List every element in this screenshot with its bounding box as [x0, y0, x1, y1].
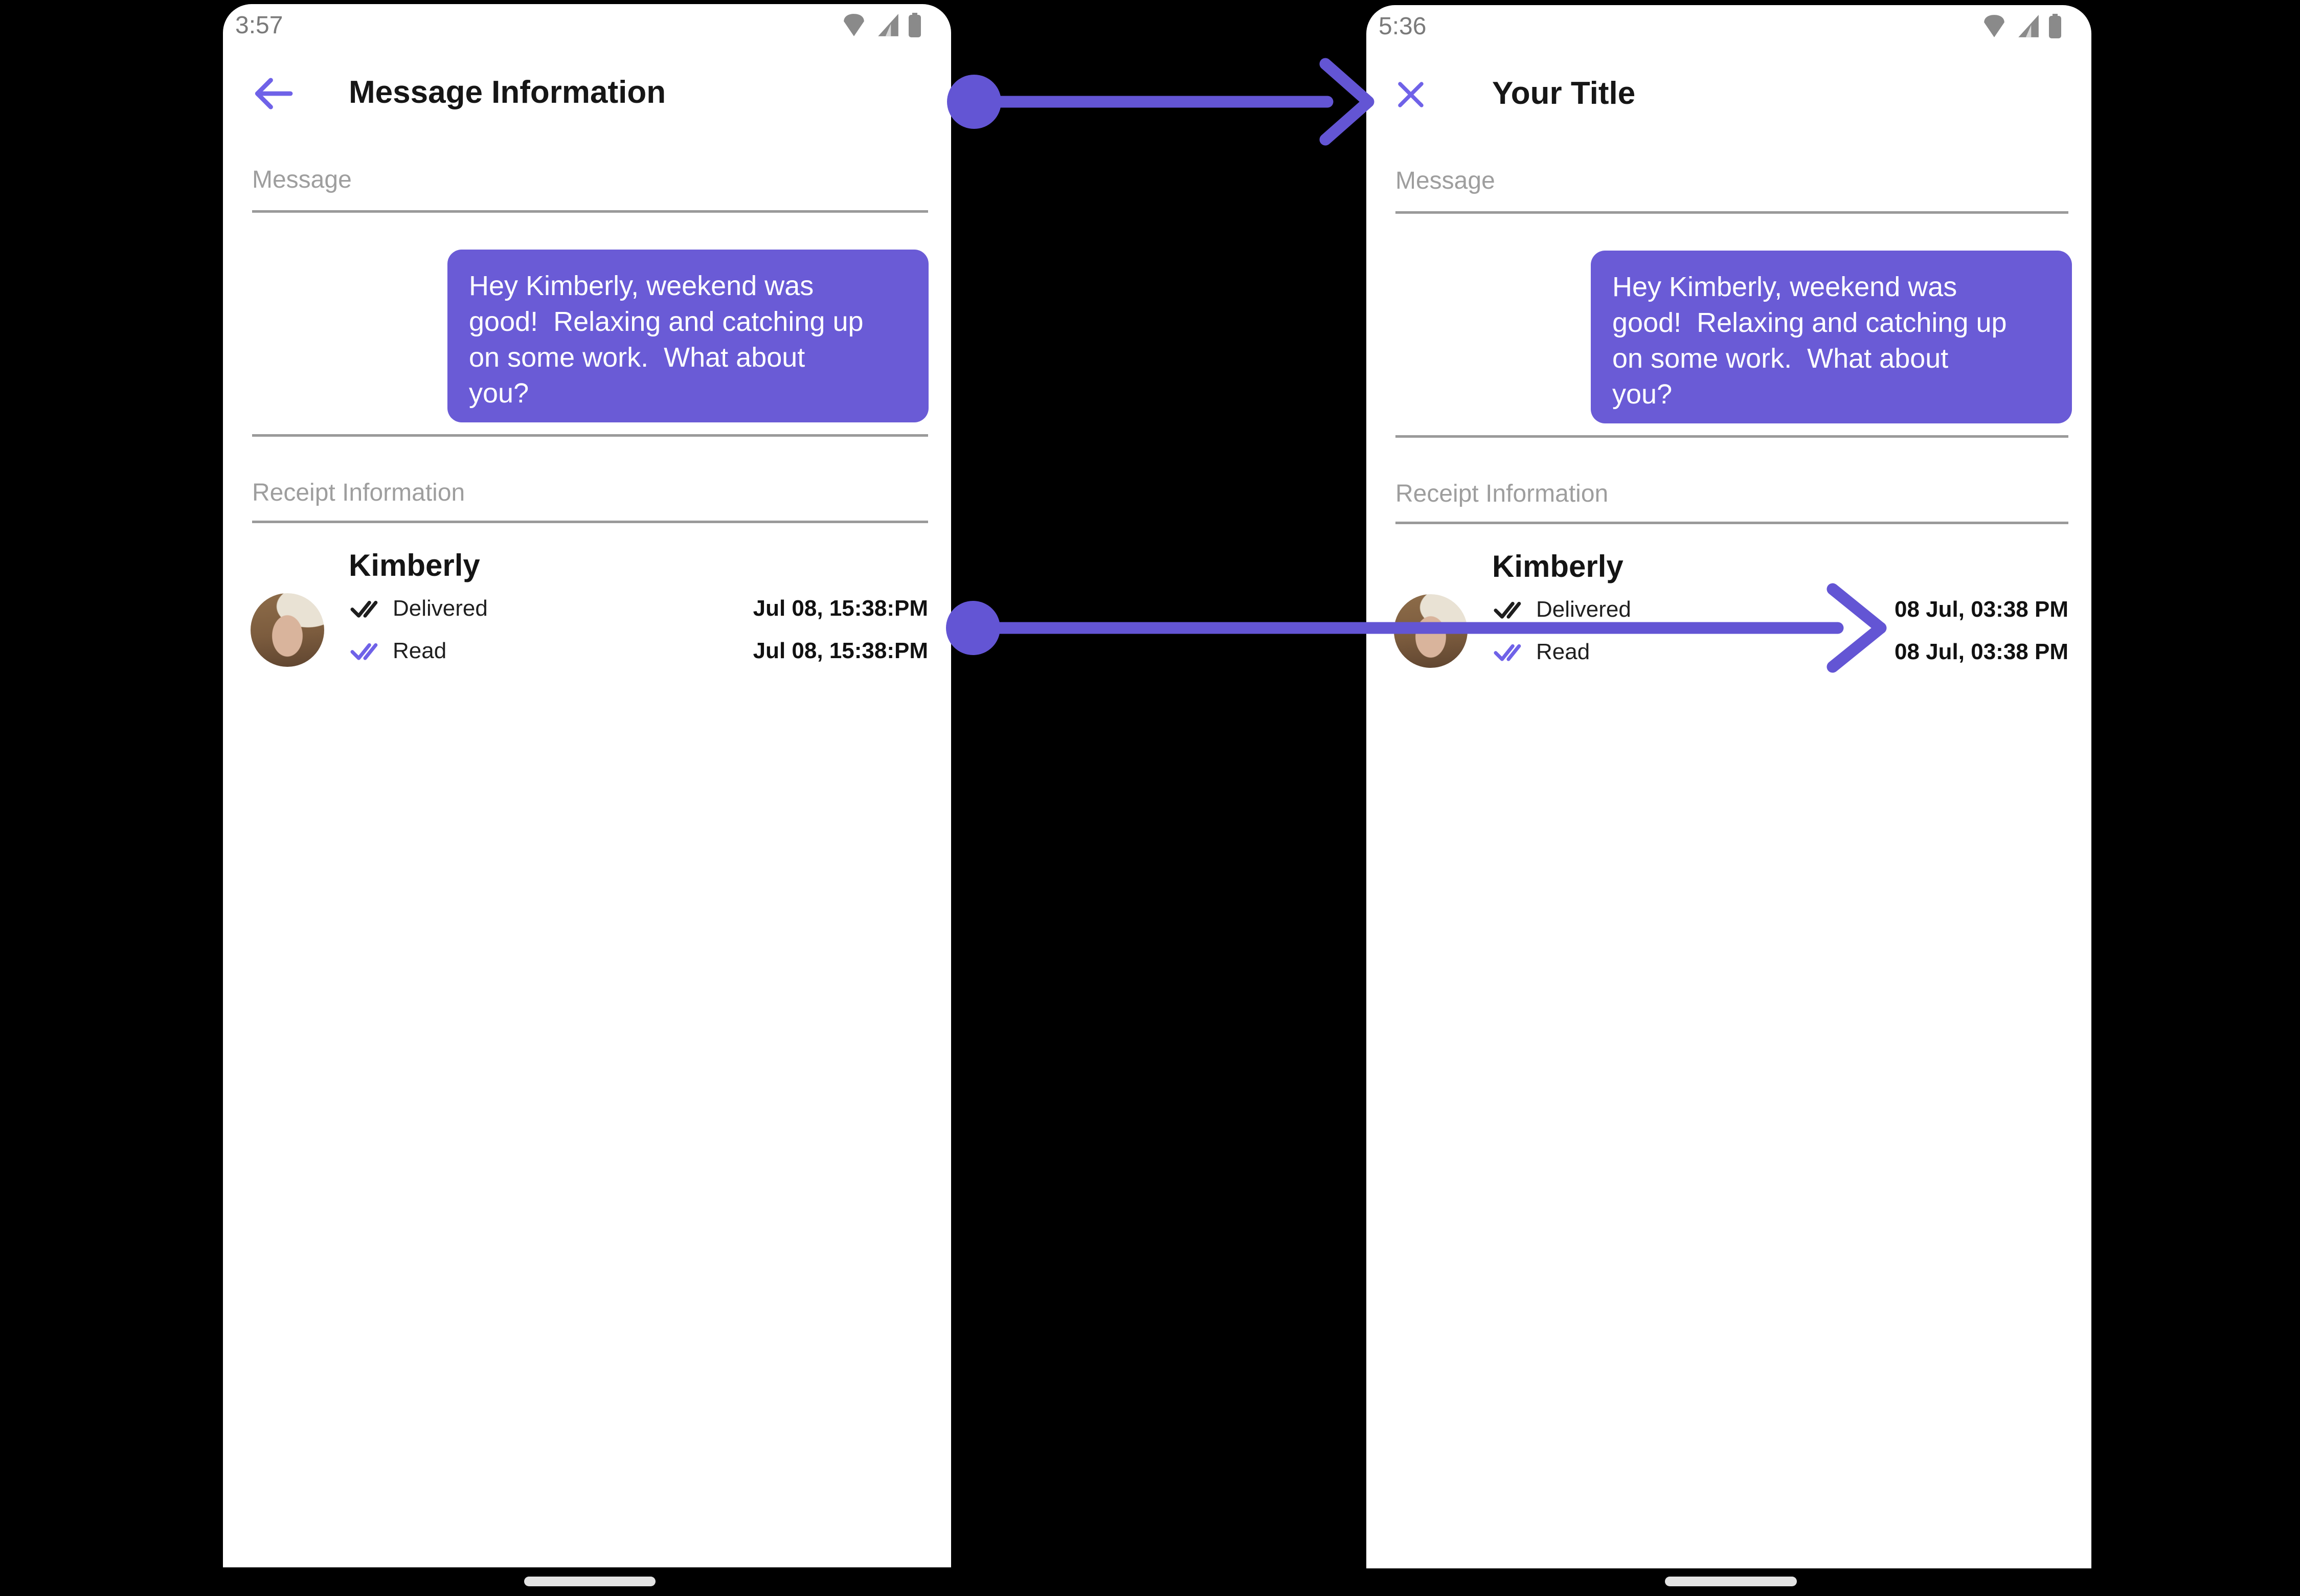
receipt-row-delivered: Delivered Jul 08, 15:38:PM	[223, 595, 951, 621]
close-icon[interactable]	[1397, 81, 1425, 108]
message-bubble: Hey Kimberly, weekend was good! Relaxing…	[1591, 251, 2072, 423]
contact-name: Kimberly	[1492, 549, 1623, 583]
status-bar-icons	[841, 12, 921, 38]
receipt-status-label: Delivered	[1536, 597, 1631, 622]
double-check-delivered-icon	[1494, 601, 1521, 619]
receipt-timestamp: 08 Jul, 03:38 PM	[1895, 597, 2068, 622]
status-bar-clock: 5:36	[1379, 13, 1427, 40]
receipt-row-read: Read Jul 08, 15:38:PM	[223, 638, 951, 663]
receipt-status-label: Read	[393, 638, 447, 663]
message-bubble: Hey Kimberly, weekend was good! Relaxing…	[447, 250, 929, 422]
home-indicator[interactable]	[1665, 1577, 1797, 1586]
receipt-row-delivered: Delivered 08 Jul, 03:38 PM	[1366, 596, 2091, 622]
battery-icon	[909, 13, 921, 37]
receipt-timestamp: 08 Jul, 03:38 PM	[1895, 639, 2068, 664]
double-check-read-icon	[1494, 644, 1521, 661]
battery-icon	[2049, 14, 2061, 38]
receipt-section-label: Receipt Information	[252, 479, 465, 506]
cellular-signal-icon	[2018, 15, 2039, 37]
receipt-section-label: Receipt Information	[1395, 480, 1609, 507]
page-title: Your Title	[1492, 76, 1636, 111]
divider	[1395, 435, 2068, 438]
receipt-timestamp: Jul 08, 15:38:PM	[753, 638, 928, 663]
double-check-read-icon	[350, 643, 378, 660]
phone-screen-before: 3:57 Message Information Message Hey Kim…	[223, 4, 951, 1567]
receipt-status-label: Delivered	[393, 596, 488, 621]
receipt-timestamp: Jul 08, 15:38:PM	[753, 596, 928, 621]
phone-screen-after: 5:36 Your Title Message Hey Kimberly, we…	[1366, 5, 2091, 1568]
contact-name: Kimberly	[349, 548, 480, 582]
message-section-label: Message	[1395, 167, 1495, 194]
status-bar-clock: 3:57	[235, 12, 283, 39]
cellular-signal-icon	[878, 14, 898, 36]
message-section-label: Message	[252, 166, 352, 193]
divider	[1395, 522, 2068, 524]
double-check-delivered-icon	[350, 600, 378, 618]
divider	[1395, 211, 2068, 214]
divider	[252, 434, 928, 437]
status-bar-icons	[1981, 13, 2062, 39]
wifi-icon	[844, 14, 864, 36]
arrow-title-mapping	[947, 58, 1374, 146]
receipt-status-label: Read	[1536, 639, 1590, 664]
wifi-icon	[1984, 15, 2004, 37]
back-arrow-icon[interactable]	[251, 75, 294, 113]
home-indicator[interactable]	[524, 1577, 656, 1586]
page-title: Message Information	[349, 75, 666, 110]
divider	[252, 210, 928, 213]
receipt-row-read: Read 08 Jul, 03:38 PM	[1366, 639, 2091, 664]
divider	[252, 521, 928, 523]
avatar	[251, 593, 324, 667]
